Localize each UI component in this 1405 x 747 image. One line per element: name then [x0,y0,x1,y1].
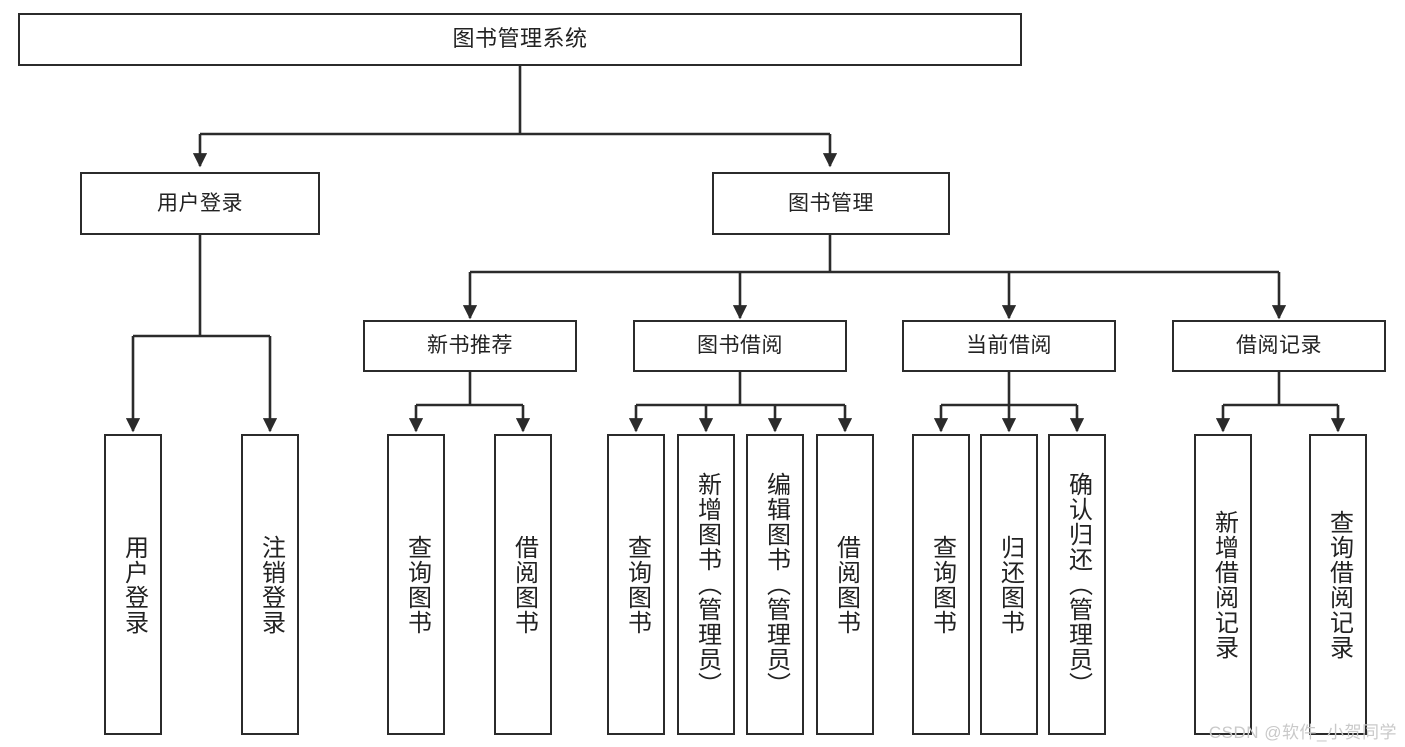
leaf-node-query-book-current[interactable]: 查询图书 [912,434,970,735]
node-label: 编辑图书（管理员） [762,472,790,697]
node-borrow-record[interactable]: 借阅记录 [1172,320,1386,372]
leaf-node-edit-book-admin[interactable]: 编辑图书（管理员） [746,434,804,735]
node-label: 图书管理 [788,191,874,215]
node-label: 用户登录 [157,191,243,215]
node-label: 归还图书 [996,534,1024,635]
leaf-node-return-book[interactable]: 归还图书 [980,434,1038,735]
node-label: 查询图书 [403,534,431,635]
node-label: 注销登录 [257,534,285,635]
node-book-management[interactable]: 图书管理 [712,172,950,235]
node-label: 查询图书 [928,534,956,635]
node-book-borrow[interactable]: 图书借阅 [633,320,847,372]
leaf-node-user-login[interactable]: 用户登录 [104,434,162,735]
leaf-node-confirm-return-admin[interactable]: 确认归还（管理员） [1048,434,1106,735]
node-label: 借阅记录 [1236,334,1322,358]
leaf-node-add-borrow-record[interactable]: 新增借阅记录 [1194,434,1252,735]
leaf-node-query-borrow-record[interactable]: 查询借阅记录 [1309,434,1367,735]
node-label: 新增图书（管理员） [693,472,721,697]
node-label: 新书推荐 [427,334,513,358]
node-user-login[interactable]: 用户登录 [80,172,320,235]
leaf-node-query-book-recommend[interactable]: 查询图书 [387,434,445,735]
node-new-book-recommend[interactable]: 新书推荐 [363,320,577,372]
node-root-book-management-system[interactable]: 图书管理系统 [18,13,1022,66]
leaf-node-borrow-book-recommend[interactable]: 借阅图书 [494,434,552,735]
node-current-borrow[interactable]: 当前借阅 [902,320,1116,372]
node-label: 借阅图书 [510,534,538,635]
leaf-node-logout-login[interactable]: 注销登录 [241,434,299,735]
node-label: 借阅图书 [832,534,860,635]
node-label: 查询图书 [623,534,651,635]
leaf-node-add-book-admin[interactable]: 新增图书（管理员） [677,434,735,735]
node-label: 用户登录 [120,534,148,635]
node-label: 确认归还（管理员） [1064,472,1092,697]
leaf-node-query-book-borrow[interactable]: 查询图书 [607,434,665,735]
leaf-node-borrow-book-borrow[interactable]: 借阅图书 [816,434,874,735]
node-label: 图书管理系统 [452,26,588,52]
node-label: 图书借阅 [697,334,783,358]
node-label: 新增借阅记录 [1210,509,1238,660]
node-label: 当前借阅 [966,334,1052,358]
node-label: 查询借阅记录 [1325,509,1353,660]
